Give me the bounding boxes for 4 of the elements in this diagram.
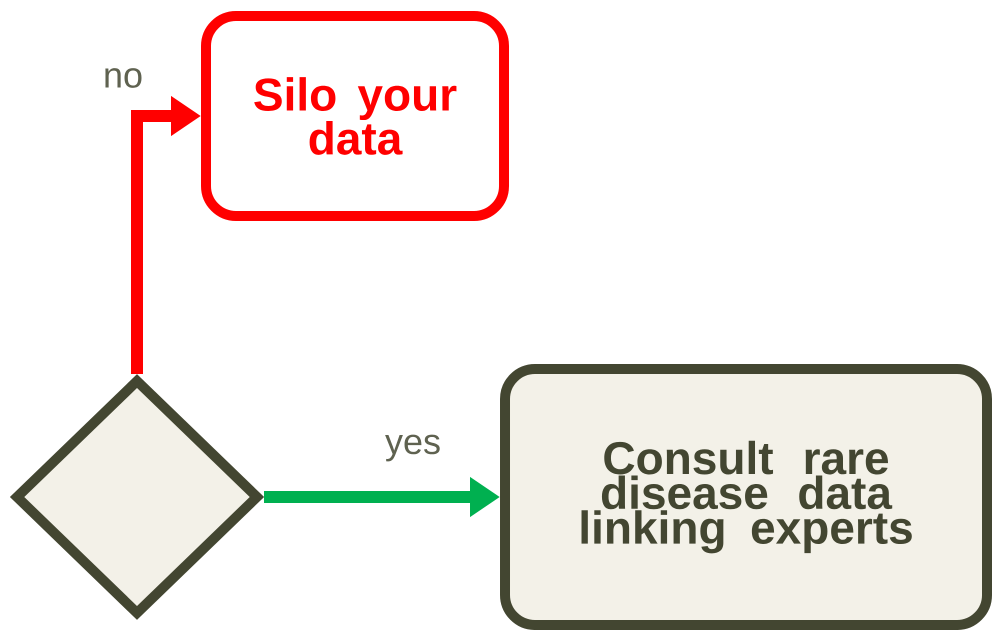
- edge-label: no: [105, 68, 142, 88]
- edge-label: yes: [385, 434, 440, 462]
- process-box: Consult rare disease data linking experts: [500, 364, 992, 630]
- process-box: Silo your data: [201, 11, 509, 221]
